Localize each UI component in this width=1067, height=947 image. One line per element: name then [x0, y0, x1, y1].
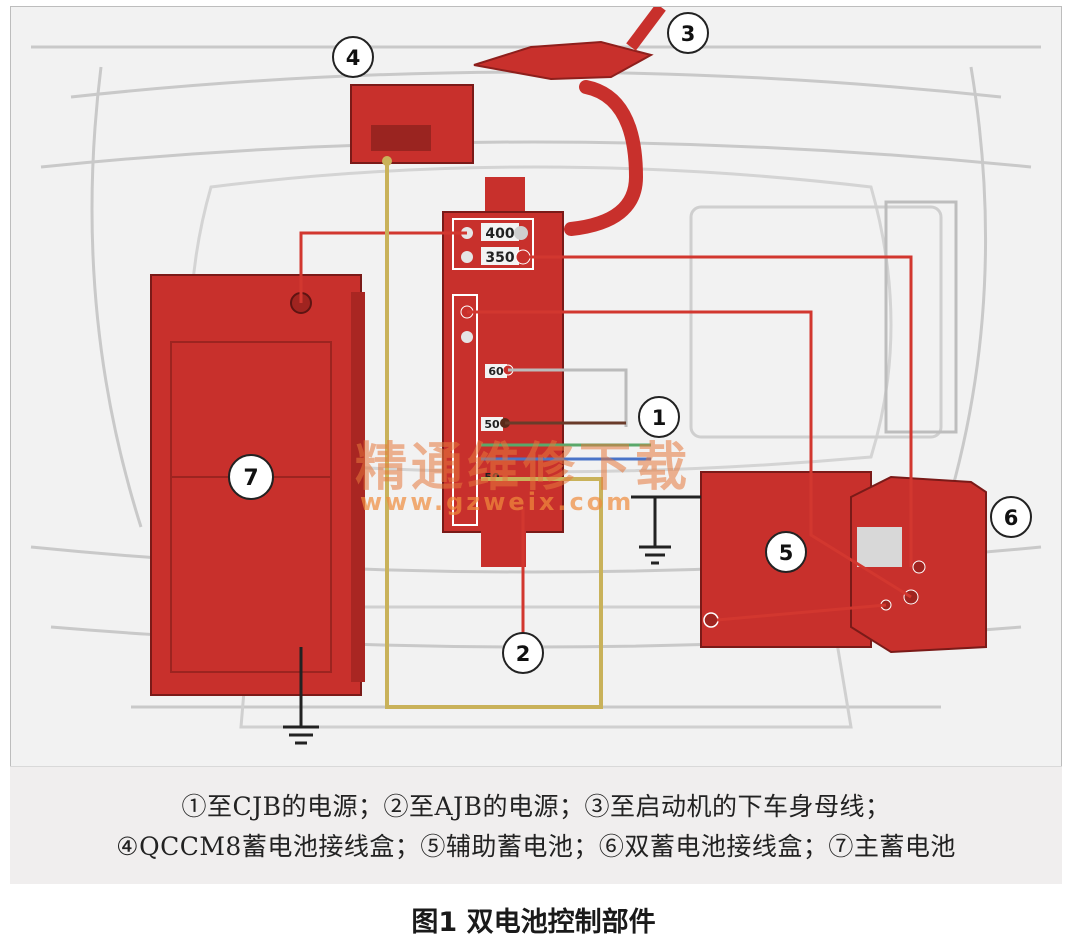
callout-1: 1	[638, 396, 680, 438]
callout-4: 4	[332, 36, 374, 78]
diagram-canvas: 400 350 60 50 50	[30, 7, 1042, 745]
fuse-label-50a: 50	[484, 418, 500, 431]
main-battery	[150, 274, 365, 696]
svg-text:5: 5	[779, 541, 794, 565]
fuse-label-350: 350	[485, 250, 514, 266]
lower-body-busbar	[473, 7, 666, 236]
callout-6: 6	[990, 496, 1032, 538]
wire-main-battery	[299, 231, 467, 303]
figure-title: 图1 双电池控制部件	[411, 907, 656, 938]
svg-text:6: 6	[1004, 506, 1019, 530]
wire-cjb	[508, 368, 628, 427]
callout-7: 7	[228, 454, 274, 500]
dual-battery-junction-box	[850, 475, 987, 654]
svg-text:1: 1	[652, 406, 667, 430]
wiring	[299, 161, 913, 709]
callout-2: 2	[502, 632, 544, 674]
legend-caption: ①至CJB的电源；②至AJB的电源；③至启动机的下车身母线； ④QCCM8蓄电池…	[10, 766, 1062, 884]
ground-symbol-aux	[639, 497, 671, 565]
legend-line-1: ①至CJB的电源；②至AJB的电源；③至启动机的下车身母线；	[181, 792, 891, 821]
watermark-url: www.gzweix.com	[360, 488, 635, 516]
qccm8-junction-box	[350, 84, 474, 166]
wire-dual-junction	[529, 255, 913, 567]
callout-5: 5	[765, 531, 807, 573]
callout-3: 3	[667, 12, 709, 54]
ground-symbol-main	[283, 647, 319, 745]
watermark-text: 精通维修下载	[355, 437, 692, 498]
svg-text:4: 4	[346, 46, 361, 70]
fuse-label-60: 60	[488, 365, 504, 378]
svg-text:3: 3	[681, 22, 696, 46]
svg-text:7: 7	[243, 466, 258, 491]
legend-line-2: ④QCCM8蓄电池接线盒；⑤辅助蓄电池；⑥双蓄电池接线盒；⑦主蓄电池	[116, 832, 956, 861]
fuse-label-400: 400	[485, 226, 514, 242]
wire-aux-battery	[467, 310, 912, 599]
svg-text:2: 2	[516, 642, 531, 666]
diagram-figure: 400 350 60 50 50	[10, 6, 1062, 884]
wire-aux-terminal	[716, 603, 887, 622]
wire-qccm8	[385, 161, 603, 709]
